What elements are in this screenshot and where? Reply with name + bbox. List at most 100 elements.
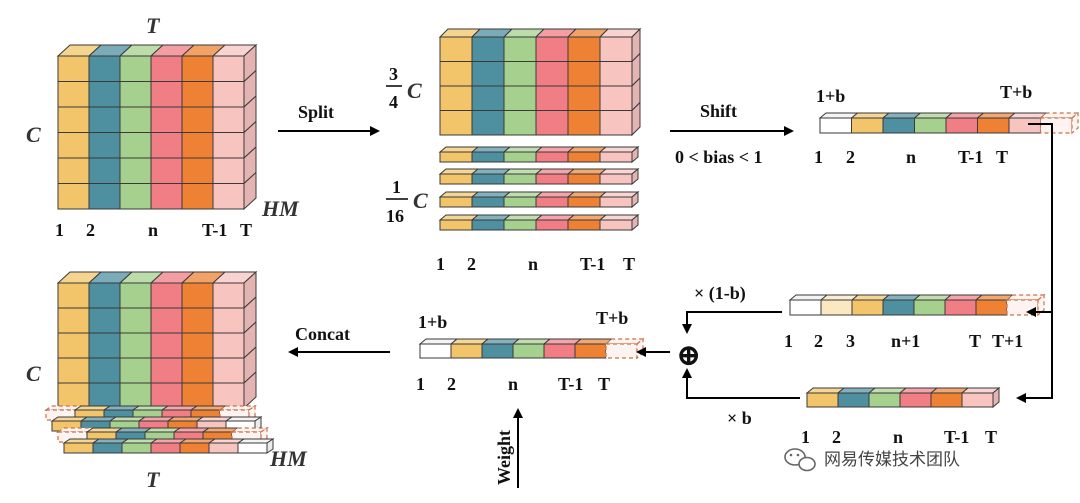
block3-shifted-strip-4-cell xyxy=(92,442,123,454)
shifted-strip-tick-t: T xyxy=(996,147,1008,167)
block1-cell xyxy=(57,157,90,184)
split-label: Split xyxy=(298,102,334,122)
block1-cell xyxy=(88,106,121,133)
block1-cell xyxy=(119,157,152,184)
result-strip-tick-1: 1 xyxy=(416,374,425,394)
upper-strip xyxy=(788,293,1046,317)
block3-cell xyxy=(212,382,245,409)
block1-cell xyxy=(57,81,90,108)
block2-main-cell xyxy=(439,110,473,136)
block2-main-cell xyxy=(599,85,633,111)
shifted-strip-cell xyxy=(914,117,947,134)
lower-strip-cell xyxy=(868,392,901,408)
block1-cell xyxy=(57,106,90,133)
block3-cell xyxy=(88,357,121,384)
block3-cell xyxy=(57,382,90,409)
block2-small-strip-4-cell xyxy=(535,219,569,231)
block2-small-strip-4 xyxy=(438,213,640,232)
block2-main-cell xyxy=(599,36,633,62)
block1-cell xyxy=(88,132,121,159)
block2-small-strip-4-side xyxy=(631,213,639,232)
block2-small-strip-1-cell xyxy=(439,151,473,163)
upper-strip-tick-n1: n+1 xyxy=(891,331,920,351)
block1-tick-t-1: T-1 xyxy=(202,220,227,240)
block2-tick-n: n xyxy=(528,254,538,274)
block1-tick-t: T xyxy=(240,220,252,240)
block3-cell xyxy=(57,332,90,359)
shifted-strip-tick-2: 2 xyxy=(846,147,855,167)
block2-small-strip-1-cell xyxy=(503,151,537,163)
block3-shifted-strip-3-cell xyxy=(231,431,262,443)
upper-strip-tick-3: 3 xyxy=(846,331,855,351)
shifted-strip-top-left: 1+b xyxy=(816,86,845,106)
block2-small-strip-3-cell xyxy=(439,196,473,208)
block3-left-label: C xyxy=(26,361,41,386)
shifted-strip-tick-t-1: T-1 xyxy=(958,147,983,167)
block3-cell xyxy=(119,332,152,359)
block2-small-strip-4-cell xyxy=(599,219,633,231)
frac-small-denominator: 16 xyxy=(386,206,404,226)
block3-cell xyxy=(57,282,90,309)
block1-left-label: C xyxy=(26,122,41,147)
upper-strip-side xyxy=(1037,293,1045,317)
lower-strip-cell xyxy=(806,392,839,408)
block2-main-cell xyxy=(439,36,473,62)
block3-cell xyxy=(181,382,214,409)
result-strip-tick-n: n xyxy=(508,374,518,394)
block3-right-label: HM xyxy=(269,446,308,471)
block2-small-strip-1 xyxy=(438,145,640,164)
shifted-strip-cell xyxy=(945,117,978,134)
block3-cell xyxy=(181,307,214,334)
block1-right-label: HM xyxy=(261,196,300,221)
block1-top-label: T xyxy=(146,13,161,38)
shifted-strip-cell xyxy=(977,117,1010,134)
block2-main-cell xyxy=(535,110,569,136)
block3-shifted-strip-1 xyxy=(44,404,257,422)
block3-cell xyxy=(181,357,214,384)
block2-small-strip-2-cell xyxy=(599,173,633,185)
block3-shifted-strip-4-cell xyxy=(63,442,94,454)
block1-cell xyxy=(212,106,245,133)
block3-cell xyxy=(119,307,152,334)
block1-cell xyxy=(119,183,152,210)
shifted-strip-tick-1: 1 xyxy=(814,147,823,167)
block1-cell xyxy=(88,183,121,210)
block2-main-cell xyxy=(503,61,537,87)
block1-cell xyxy=(57,55,90,82)
block2-small-strip-2-side xyxy=(631,167,639,186)
block2-small-strip-3-side xyxy=(631,190,639,209)
block2-main-cell xyxy=(567,36,601,62)
block2-main-cell xyxy=(471,61,505,87)
frac-main-var: C xyxy=(407,78,422,103)
shifted-strip-top-right: T+b xyxy=(1000,82,1032,102)
block2-small-strip-1-side xyxy=(631,145,639,164)
block3-shifted-strip-4-cell xyxy=(179,442,210,454)
block2-small-strip-3 xyxy=(438,190,640,209)
block3-shifted-strip-4-cell xyxy=(208,442,239,454)
block1-cell xyxy=(119,132,152,159)
shifted-strip-cell xyxy=(1039,117,1073,134)
frac-main-numerator: 3 xyxy=(389,64,398,84)
block2-small-strip-2-cell xyxy=(503,173,537,185)
block1-side xyxy=(243,171,257,211)
block1-cell xyxy=(181,157,214,184)
block2-main-cell xyxy=(471,36,505,62)
block1-cell xyxy=(88,81,121,108)
block3-cell xyxy=(88,382,121,409)
shifted-strip-cell xyxy=(1008,117,1041,134)
block3-cell xyxy=(181,332,214,359)
block3-cell xyxy=(150,307,183,334)
upper-to-sum-arrow xyxy=(682,311,782,334)
lower-strip-cell xyxy=(899,392,932,408)
shifted-strip xyxy=(818,111,1080,135)
block3-side xyxy=(243,370,257,410)
shift-condition: 0 < bias < 1 xyxy=(675,147,763,167)
lower-strip-tick-1: 1 xyxy=(801,427,810,447)
block2-small-strip-2-cell xyxy=(535,173,569,185)
block3-shifted-strip-3-cell xyxy=(57,431,88,443)
concat-label: Concat xyxy=(295,324,350,344)
block2-main-cell xyxy=(439,61,473,87)
lower-strip-tick-n: n xyxy=(893,427,903,447)
block1-cell xyxy=(181,55,214,82)
lower-strip-tick-t-1: T-1 xyxy=(944,427,969,447)
